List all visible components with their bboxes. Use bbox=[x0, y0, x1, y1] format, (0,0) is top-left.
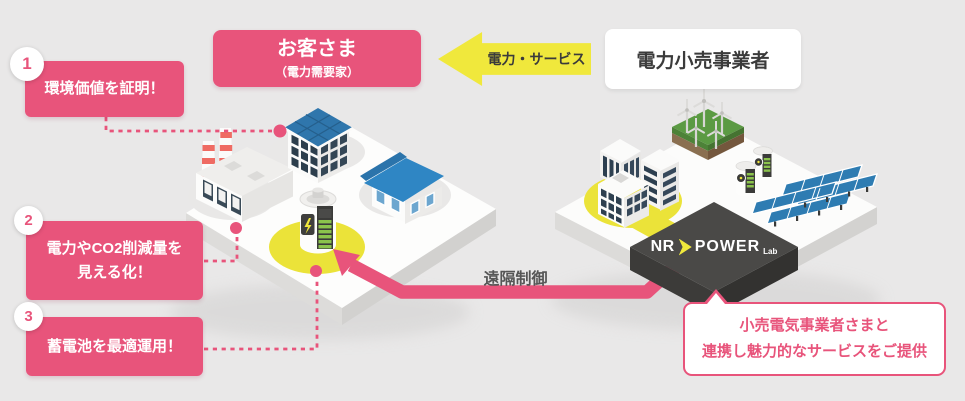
office-building-solar-icon bbox=[283, 108, 354, 184]
logo-nr-text: NR bbox=[650, 238, 675, 255]
benefit-2-badge: 2 bbox=[14, 206, 43, 235]
logo-power-text: POWER bbox=[694, 238, 761, 255]
dotted-connectors bbox=[104, 117, 319, 351]
retailer-box: 電力小売事業者 bbox=[605, 29, 801, 89]
retailer-callout-bubble: 小売電気事業者さまと 連携し魅力的なサービスをご提供 bbox=[683, 289, 946, 376]
benefit-2-label-line2: 見える化！ bbox=[77, 263, 152, 281]
retailer-label: 電力小売事業者 bbox=[636, 50, 770, 72]
factory-icon bbox=[196, 128, 293, 223]
benefit-1-badge: 1 bbox=[10, 47, 44, 81]
left-platform-shadow bbox=[170, 284, 470, 340]
benefit-2-box: 電力やCO2削減量を 見える化！ bbox=[26, 221, 203, 300]
power-service-arrow-label: 電力・サービス bbox=[487, 51, 586, 67]
benefit-3-box: 蓄電池を最適運用！ bbox=[26, 317, 203, 376]
logo-lab-text: Lab bbox=[763, 246, 778, 256]
benefit-3-badge: 3 bbox=[14, 302, 43, 331]
storage-battery-icon bbox=[299, 187, 337, 254]
customer-box: お客さま （電力需要家） bbox=[213, 30, 421, 87]
chevron-right-icon bbox=[678, 238, 692, 256]
benefit-3-label: 蓄電池を最適運用！ bbox=[46, 337, 182, 355]
house-icon bbox=[360, 152, 444, 224]
wind-turbines-icon bbox=[672, 89, 744, 160]
bubble-pointer-fill bbox=[707, 293, 725, 304]
solar-panel-arrays-icon bbox=[751, 164, 878, 227]
storage-batteries-icon bbox=[735, 146, 773, 197]
nr-power-cube bbox=[630, 202, 798, 315]
city-buildings-icon bbox=[598, 139, 679, 228]
callout-line2: 連携し魅力的なサービスをご提供 bbox=[701, 343, 927, 360]
benefit-2-label-line1: 電力やCO2削減量を bbox=[46, 240, 183, 258]
customer-subtitle: （電力需要家） bbox=[274, 64, 359, 79]
benefit-1-label: 環境価値を証明！ bbox=[44, 80, 165, 98]
connector-dots bbox=[230, 124, 322, 277]
benefit-1-box: 環境価値を証明！ bbox=[25, 61, 184, 117]
customer-title: お客さま bbox=[277, 37, 357, 60]
remote-control-label: 遠隔制御 bbox=[483, 271, 548, 288]
callout-line1: 小売電気事業者さまと bbox=[739, 316, 890, 334]
nr-power-lab-logo: NR POWER Lab bbox=[639, 231, 789, 263]
